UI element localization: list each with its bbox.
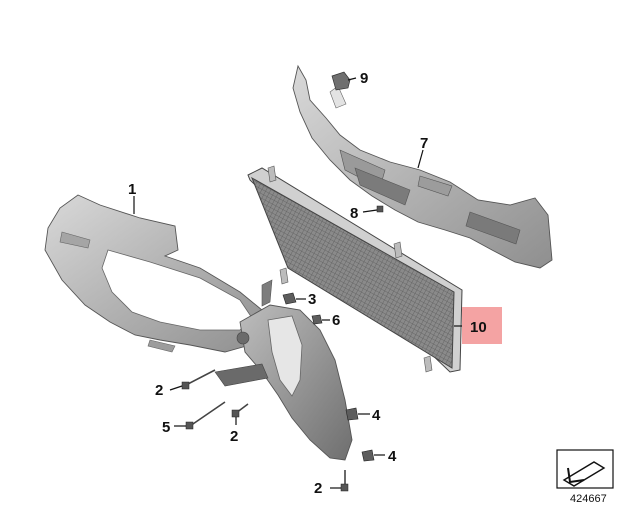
screw-2b	[231, 403, 249, 418]
callout-5: 5	[162, 419, 170, 436]
callout-2c: 2	[314, 480, 322, 497]
callout-8: 8	[350, 205, 358, 222]
screw-2a	[181, 369, 216, 390]
leader-lines	[133, 77, 462, 489]
callout-4a: 4	[372, 407, 381, 424]
callout-labels: 1 2 2 2 3 4 4 5 6 7 8 9 10	[128, 70, 487, 497]
lower-bracket	[214, 279, 353, 461]
callout-2a: 2	[155, 382, 163, 399]
callout-6: 6	[332, 312, 340, 329]
clip-3	[282, 292, 297, 305]
highlight-box-10	[462, 307, 502, 344]
callout-1: 1	[128, 181, 136, 198]
radiator-grill	[247, 165, 463, 373]
nut-4a	[345, 407, 359, 421]
nut-6	[311, 314, 323, 325]
callout-2b: 2	[230, 428, 238, 445]
nut-4b	[361, 449, 375, 462]
upper-air-duct	[292, 64, 553, 269]
screw-8	[376, 205, 384, 213]
callout-4b: 4	[388, 448, 397, 465]
diagram-number: 424667	[570, 493, 607, 505]
hardware	[181, 71, 384, 492]
callout-9: 9	[360, 70, 368, 87]
clip-nut-9	[331, 71, 351, 91]
callout-7: 7	[420, 135, 428, 152]
side-trim-panel	[44, 194, 271, 353]
callout-10: 10	[470, 319, 487, 336]
callout-3: 3	[308, 291, 316, 308]
view-direction-arrow-icon	[556, 449, 614, 489]
screw-2c	[340, 470, 349, 492]
screw-5	[185, 401, 226, 430]
